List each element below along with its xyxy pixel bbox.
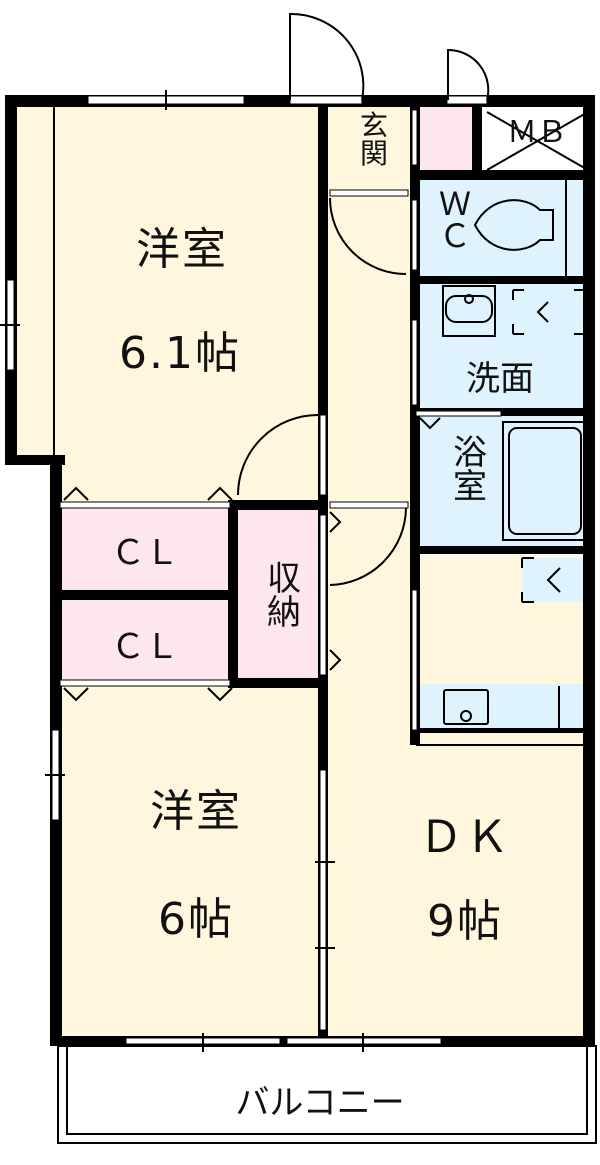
dk-size: 9帖 xyxy=(427,896,503,947)
shoe-cabinet-area xyxy=(416,100,476,172)
closet-2-area xyxy=(58,595,234,683)
closet-1-area xyxy=(58,505,234,595)
entrance-label-line2: 関 xyxy=(359,137,388,170)
washroom-label: 洗面 xyxy=(466,359,534,399)
dk-area xyxy=(324,555,592,1040)
storage-label-line1: 収 xyxy=(267,559,301,599)
fridge-space-area xyxy=(522,558,586,602)
entrance-label-line1: 玄 xyxy=(359,109,388,142)
western-room-1-name: 洋室 xyxy=(136,224,228,275)
western-room-2-area xyxy=(58,683,324,1040)
western-room-1-lower-area xyxy=(58,455,322,505)
washroom-area xyxy=(416,282,592,408)
storage-area xyxy=(234,505,324,683)
wc-label-line2: Ｃ xyxy=(438,217,471,255)
wc-label: Ｗ Ｃ xyxy=(430,188,480,252)
western-room-1-area xyxy=(12,100,322,460)
balcony-label: バルコニー xyxy=(235,1083,405,1123)
wc-label-line1: Ｗ xyxy=(438,185,471,223)
bathroom-label-line1: 浴 xyxy=(453,433,487,473)
closet-2-label: ＣＬ xyxy=(111,627,179,667)
western-room-2-size: 6帖 xyxy=(158,894,234,945)
wc-area xyxy=(416,176,592,276)
entrance-label: 玄 関 xyxy=(352,112,396,168)
kitchen-counter-area xyxy=(416,684,592,730)
storage-label: 収 納 xyxy=(256,562,312,630)
dk-name: ＤＫ xyxy=(419,812,511,863)
bathroom-label-line2: 室 xyxy=(453,467,487,507)
bathroom-label: 浴 室 xyxy=(440,436,500,504)
storage-label-line2: 納 xyxy=(267,593,301,633)
western-room-2-name: 洋室 xyxy=(150,786,242,837)
meter-box-label: ＭＢ xyxy=(507,115,567,150)
western-room-1-size: 6.1帖 xyxy=(119,328,241,379)
closet-1-label: ＣＬ xyxy=(111,533,179,573)
